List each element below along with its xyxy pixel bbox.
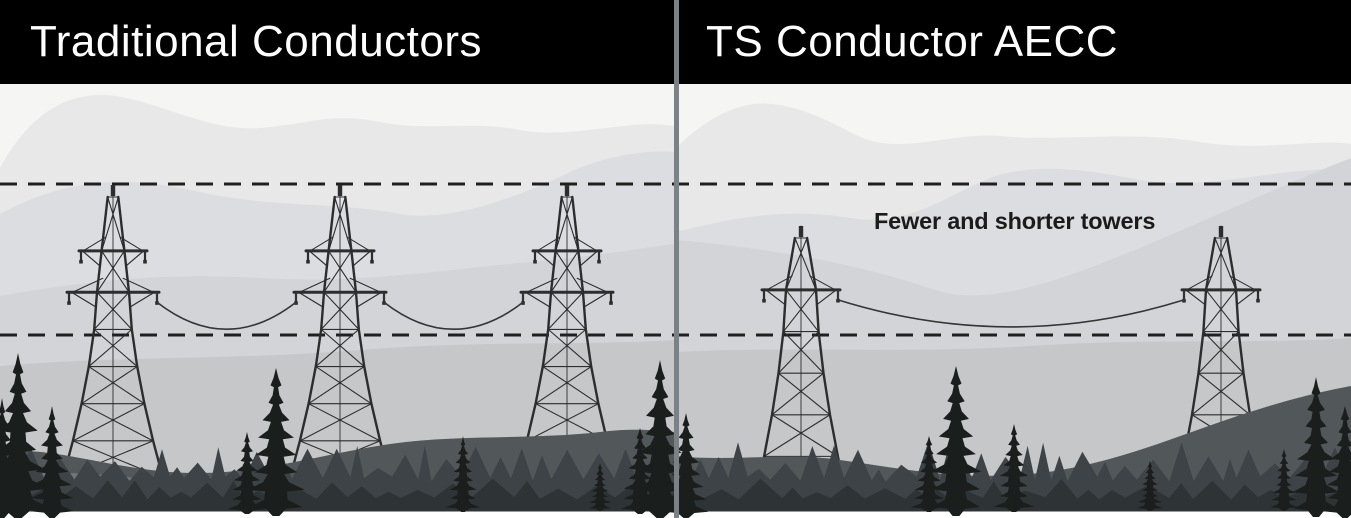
evergreen-tree <box>663 413 709 518</box>
evergreen-tree <box>0 398 23 518</box>
foreground-evergreens <box>0 353 1351 518</box>
evergreen-tree <box>930 366 982 516</box>
evergreen-tree <box>227 432 267 514</box>
right-panel-header: TS Conductor AECC <box>679 0 1351 84</box>
conductor-wires <box>156 289 1185 330</box>
evergreen-tree <box>1323 406 1351 518</box>
evergreen-tree <box>993 424 1035 512</box>
evergreen-tree <box>629 360 691 518</box>
evergreen-tree <box>1137 461 1163 511</box>
evergreen-tree <box>1292 377 1340 517</box>
evergreen-tree <box>0 353 52 518</box>
evergreen-tree <box>30 406 74 518</box>
panel-divider <box>674 0 679 518</box>
left-panel-mountains <box>0 95 674 518</box>
evergreen-tree <box>910 436 948 512</box>
left-panel-header: Traditional Conductors <box>0 0 674 84</box>
evergreen-tree <box>1270 449 1298 511</box>
fewer-towers-annotation: Fewer and shorter towers <box>874 208 1156 234</box>
evergreen-tree <box>445 436 481 512</box>
transmission-tower <box>1173 225 1269 500</box>
evergreen-tree <box>588 463 612 511</box>
left-panel-title: Traditional Conductors <box>30 17 483 66</box>
evergreen-tree <box>247 368 305 516</box>
right-panel-title: TS Conductor AECC <box>706 17 1118 66</box>
